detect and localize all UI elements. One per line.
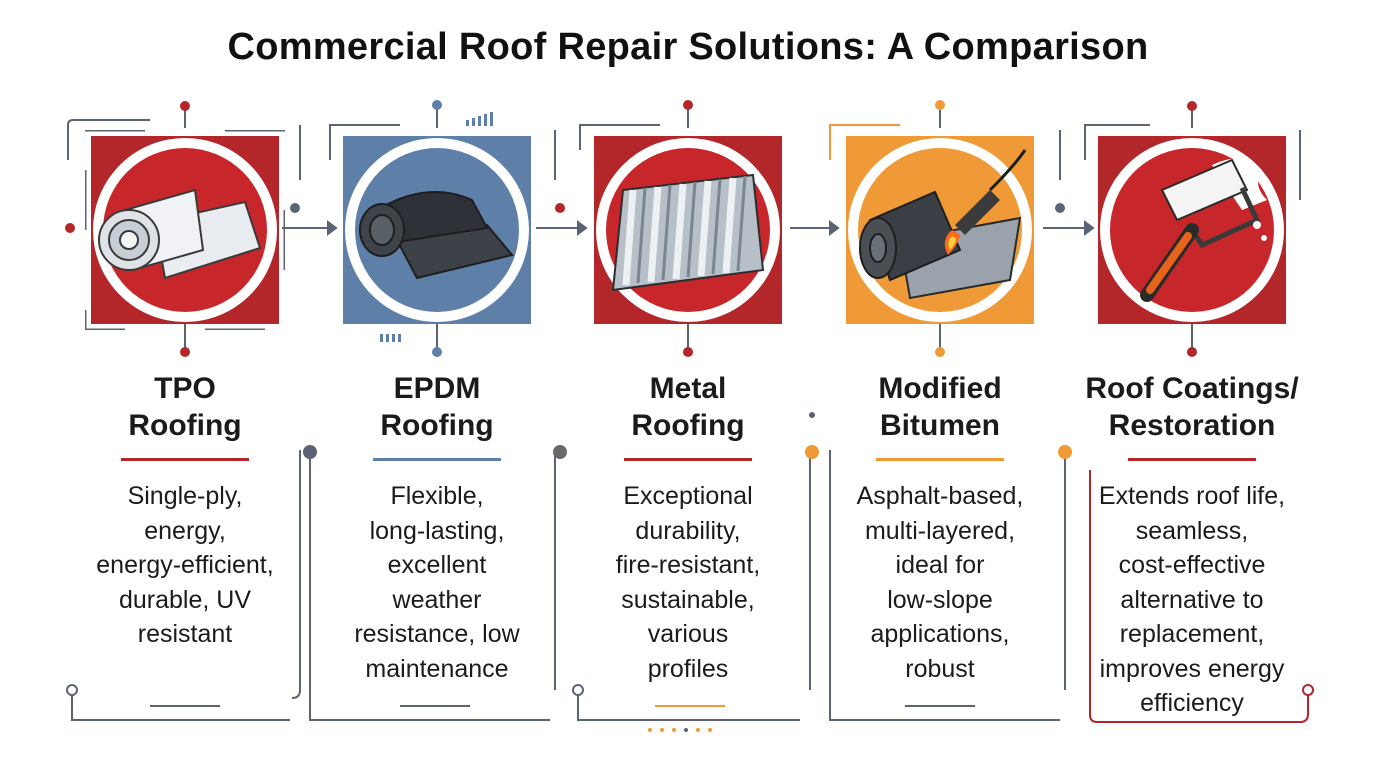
title-underline (373, 458, 501, 461)
column-title: Modified Bitumen (878, 372, 1002, 442)
paint-roller-icon (1098, 136, 1286, 324)
title-underline (876, 458, 1004, 461)
column-title: Metal Roofing (631, 372, 745, 442)
page-title: Commercial Roof Repair Solutions: A Comp… (227, 26, 1149, 68)
corrugated-metal-sheet-icon (594, 136, 782, 324)
column-description: Asphalt-based, multi-layered, ideal for … (856, 482, 1024, 683)
column-description: Exceptional durability, fire-resistant, … (615, 482, 761, 683)
column-description: Flexible, long-lasting, excellent weathe… (354, 482, 520, 683)
column-roof-coatings: Roof Coatings/ Restoration Extends roof … (1072, 370, 1312, 721)
column-epdm: EPDM Roofing Flexible, long-lasting, exc… (317, 370, 557, 686)
column-metal: Metal Roofing Exceptional durability, fi… (568, 370, 808, 686)
column-modified-bitumen: Modified Bitumen Asphalt-based, multi-la… (820, 370, 1060, 686)
column-description: Extends roof life, seamless, cost-effect… (1098, 482, 1286, 717)
column-tpo: TPO Roofing Single-ply, energy, energy-e… (65, 370, 305, 652)
column-title: TPO Roofing (128, 372, 242, 442)
column-title: Roof Coatings/ Restoration (1085, 372, 1299, 442)
column-description: Single-ply, energy, energy-efficient, du… (96, 482, 274, 648)
tpo-membrane-roll-icon (85, 130, 285, 330)
column-title: EPDM Roofing (380, 372, 494, 442)
title-underline (624, 458, 752, 461)
epdm-rubber-roll-icon (343, 136, 531, 324)
title-underline (121, 458, 249, 461)
torch-applied-bitumen-icon (846, 136, 1034, 324)
title-underline (1128, 458, 1256, 461)
